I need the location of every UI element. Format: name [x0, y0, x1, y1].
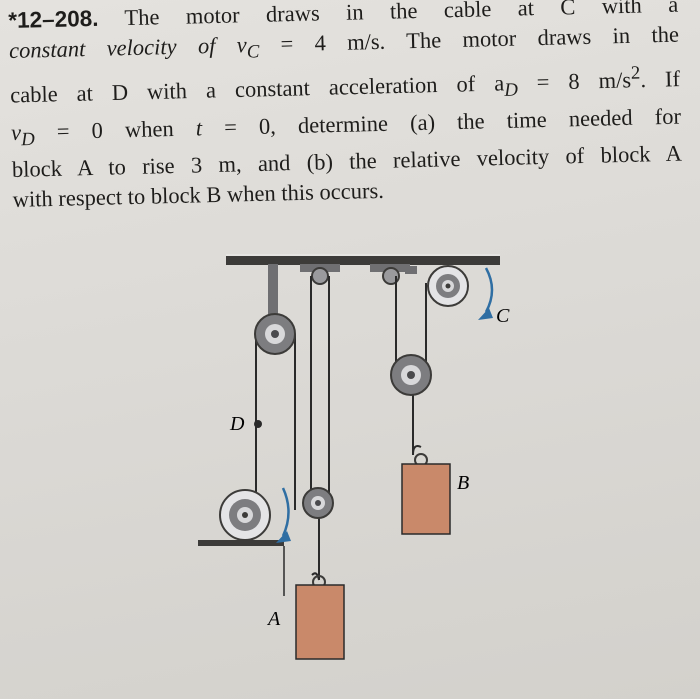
pulley-right	[390, 354, 432, 396]
pulley-lower	[302, 487, 334, 519]
motor-c-arrowhead	[478, 308, 493, 320]
label-a: A	[266, 608, 281, 630]
motor-d-arrowhead	[276, 531, 291, 543]
motor-d	[198, 489, 284, 546]
block-b	[401, 445, 451, 535]
point-d	[254, 420, 262, 428]
ceiling-pulley-mount-2	[370, 264, 417, 285]
motor-c-arrow	[484, 267, 494, 313]
ceiling-pulley-mount-1	[300, 264, 340, 285]
label-c: C	[496, 305, 510, 327]
ceiling-beam	[226, 255, 500, 265]
label-b: B	[457, 472, 469, 494]
pulley-hanger-left	[268, 264, 278, 324]
label-d: D	[229, 413, 245, 435]
pulley-upper-left	[254, 313, 296, 355]
motor-d-arrow	[281, 487, 290, 537]
block-a	[295, 572, 345, 660]
motor-c	[427, 265, 469, 307]
